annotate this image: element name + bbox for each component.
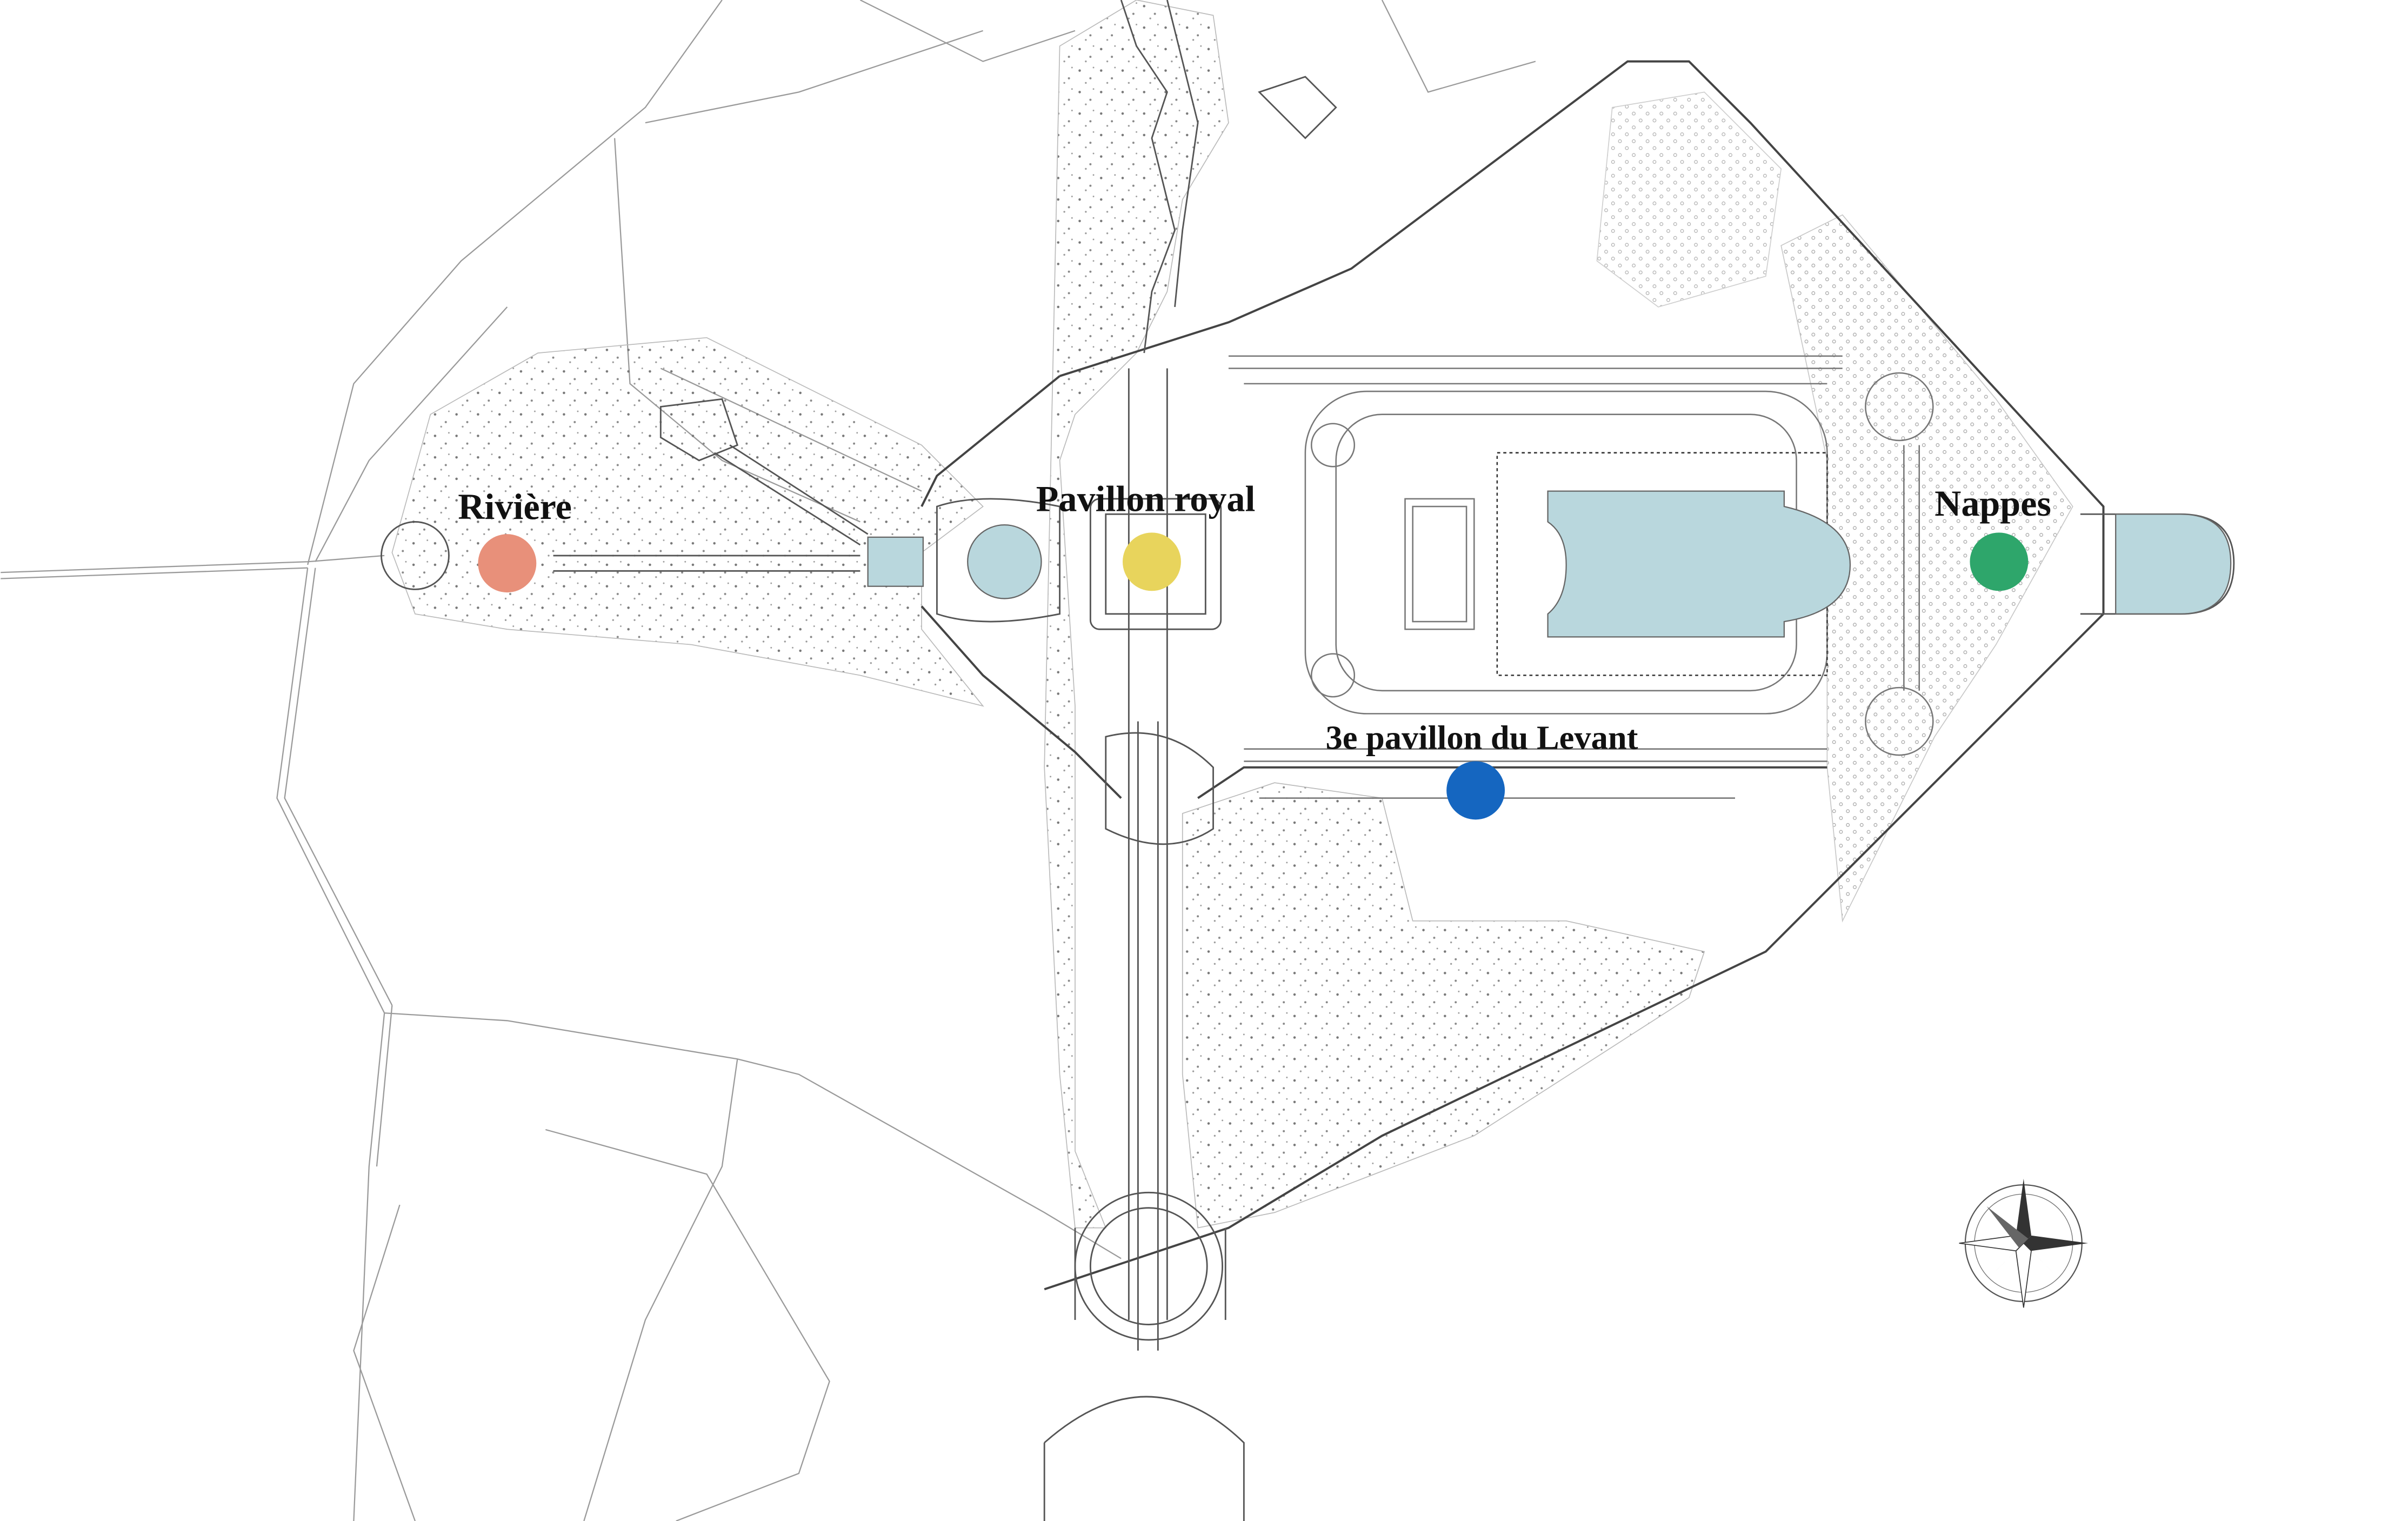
garden-enclosure (920, 60, 2105, 1291)
water-features (867, 490, 2232, 638)
label-pavillon-royal: Pavillon royal (1036, 478, 1256, 519)
grand-basin (1547, 490, 1851, 638)
marker-nappes (1970, 532, 2029, 591)
central-axis (381, 0, 2235, 1521)
compass-rose-icon (1959, 1178, 2089, 1308)
woodland (391, 0, 2073, 1229)
riviere-basin (867, 536, 924, 587)
road-network (1, 0, 1536, 1521)
nappes-basin (2115, 513, 2232, 615)
label-riviere: Rivière (458, 486, 572, 527)
label-pavillon-levant: 3e pavillon du Levant (1325, 719, 1638, 757)
label-nappes: Nappes (1935, 483, 2051, 524)
marker-riviere (478, 534, 537, 593)
marker-pavillon-levant (1446, 761, 1505, 820)
round-basin (967, 524, 1042, 599)
marker-pavillon-royal (1123, 532, 1181, 591)
